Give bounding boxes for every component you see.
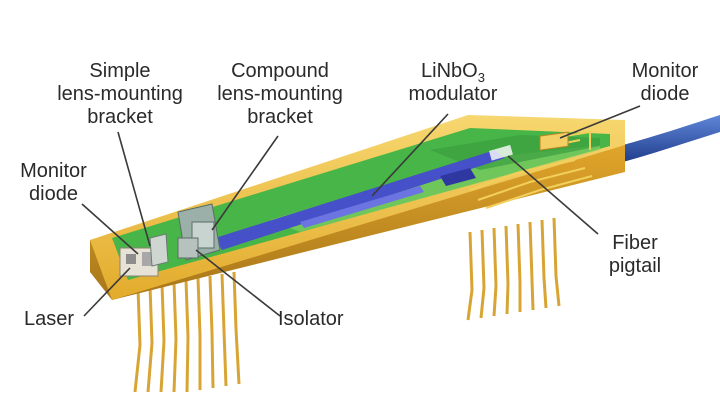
modulator-waveguide — [215, 150, 505, 250]
fiber-coupling — [489, 144, 513, 161]
fiber-cable — [612, 115, 720, 164]
label-fiber-pigtail: Fiber pigtail — [608, 232, 662, 277]
label-isolator: Isolator — [278, 308, 344, 330]
label-modulator-sub: 3 — [477, 70, 485, 85]
label-compound-bracket: Compound lens-mounting bracket — [217, 60, 343, 128]
label-simple-bracket: Simple lens-mounting bracket — [57, 60, 183, 128]
label-modulator-main: LiNbO — [421, 60, 478, 82]
monitor-diode-right-chip — [539, 131, 569, 151]
label-modulator-line2: modulator — [408, 83, 498, 105]
simple-bracket-part — [149, 233, 169, 267]
label-modulator: LiNbO3 modulator — [378, 60, 528, 106]
label-monitor-diode-left: Monitor diode — [20, 160, 87, 205]
laser-chip — [126, 254, 136, 264]
label-monitor-diode-right: Monitor diode — [631, 60, 699, 105]
front-pins-right — [466, 217, 561, 321]
front-pins-left — [133, 271, 241, 393]
monitor-diode-left-chip — [142, 252, 152, 266]
leader-lines — [81, 105, 641, 317]
label-laser: Laser — [24, 308, 75, 330]
